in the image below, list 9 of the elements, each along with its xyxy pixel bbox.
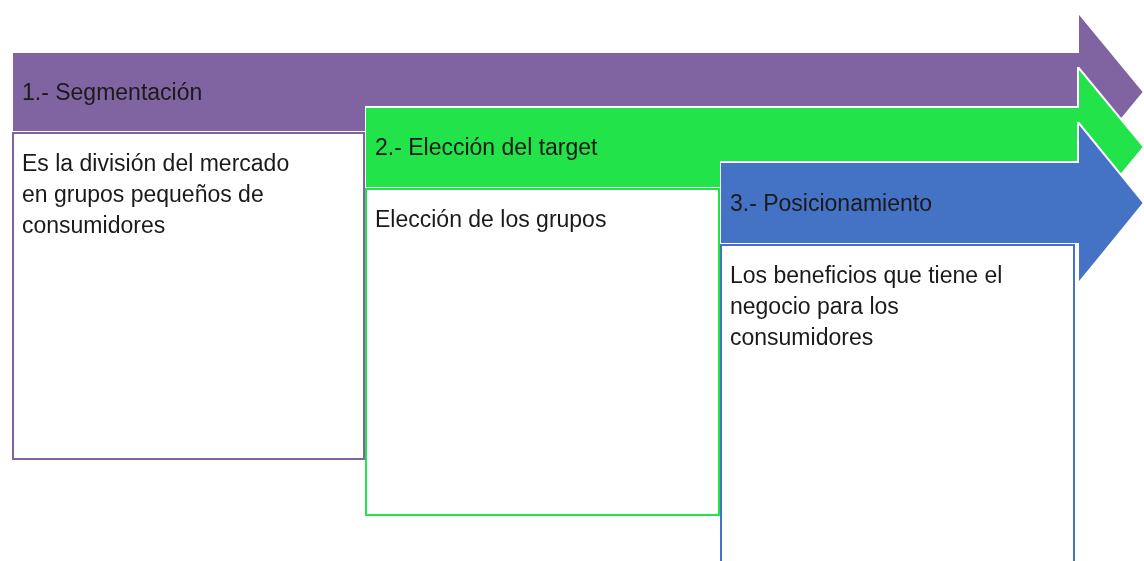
step-title: 1.- Segmentación — [22, 77, 203, 107]
description-box — [720, 244, 1075, 561]
step-title: 3.- Posicionamiento — [730, 188, 932, 218]
description-text: Los beneficios que tiene el negocio para los consumidores — [730, 261, 1004, 352]
description-text: Elección de los grupos — [375, 205, 608, 234]
description-box — [12, 132, 365, 460]
description-text: Es la división del mercado en grupos pequeños de consumidores — [22, 149, 291, 240]
step-title: 2.- Elección del target — [375, 133, 598, 162]
description-box — [365, 188, 720, 516]
